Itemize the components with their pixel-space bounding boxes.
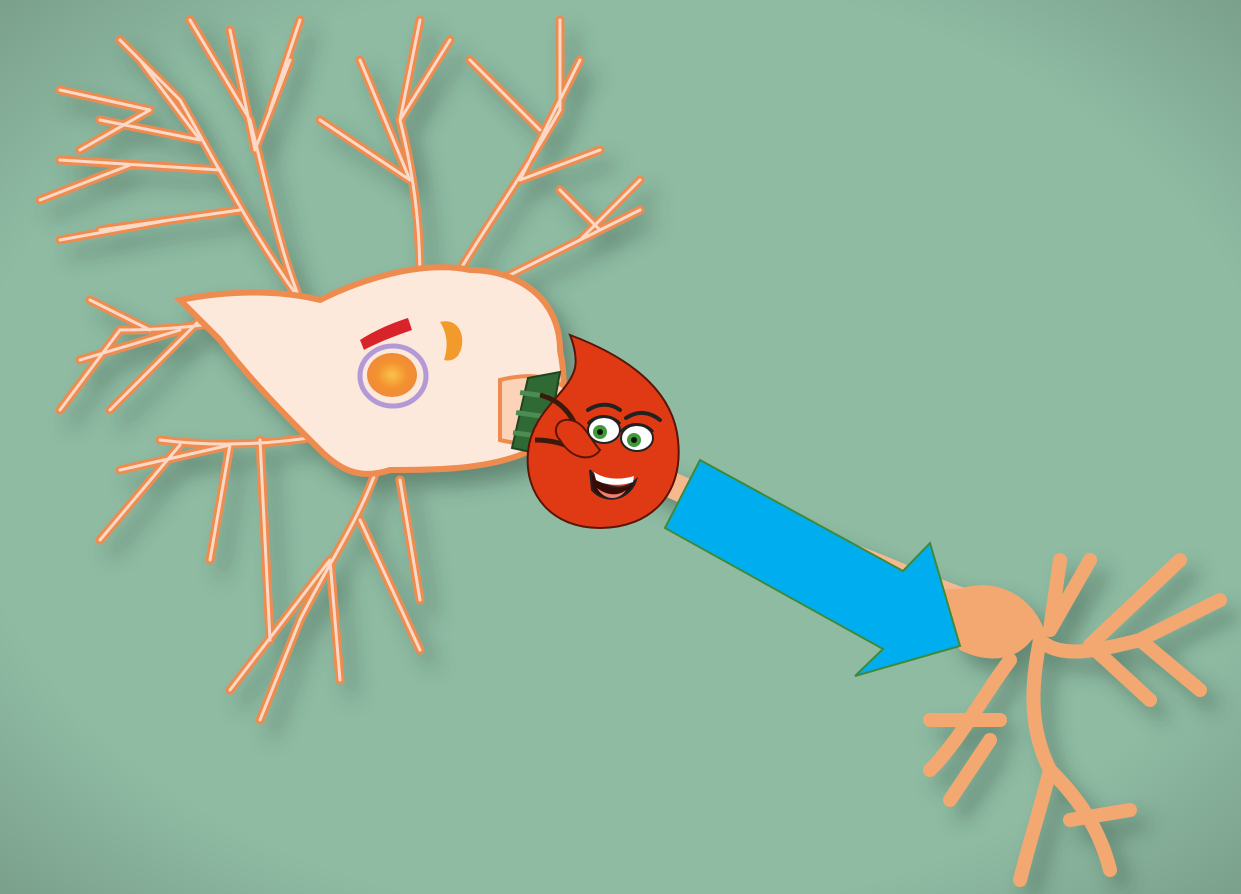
nucleus [367, 353, 417, 397]
